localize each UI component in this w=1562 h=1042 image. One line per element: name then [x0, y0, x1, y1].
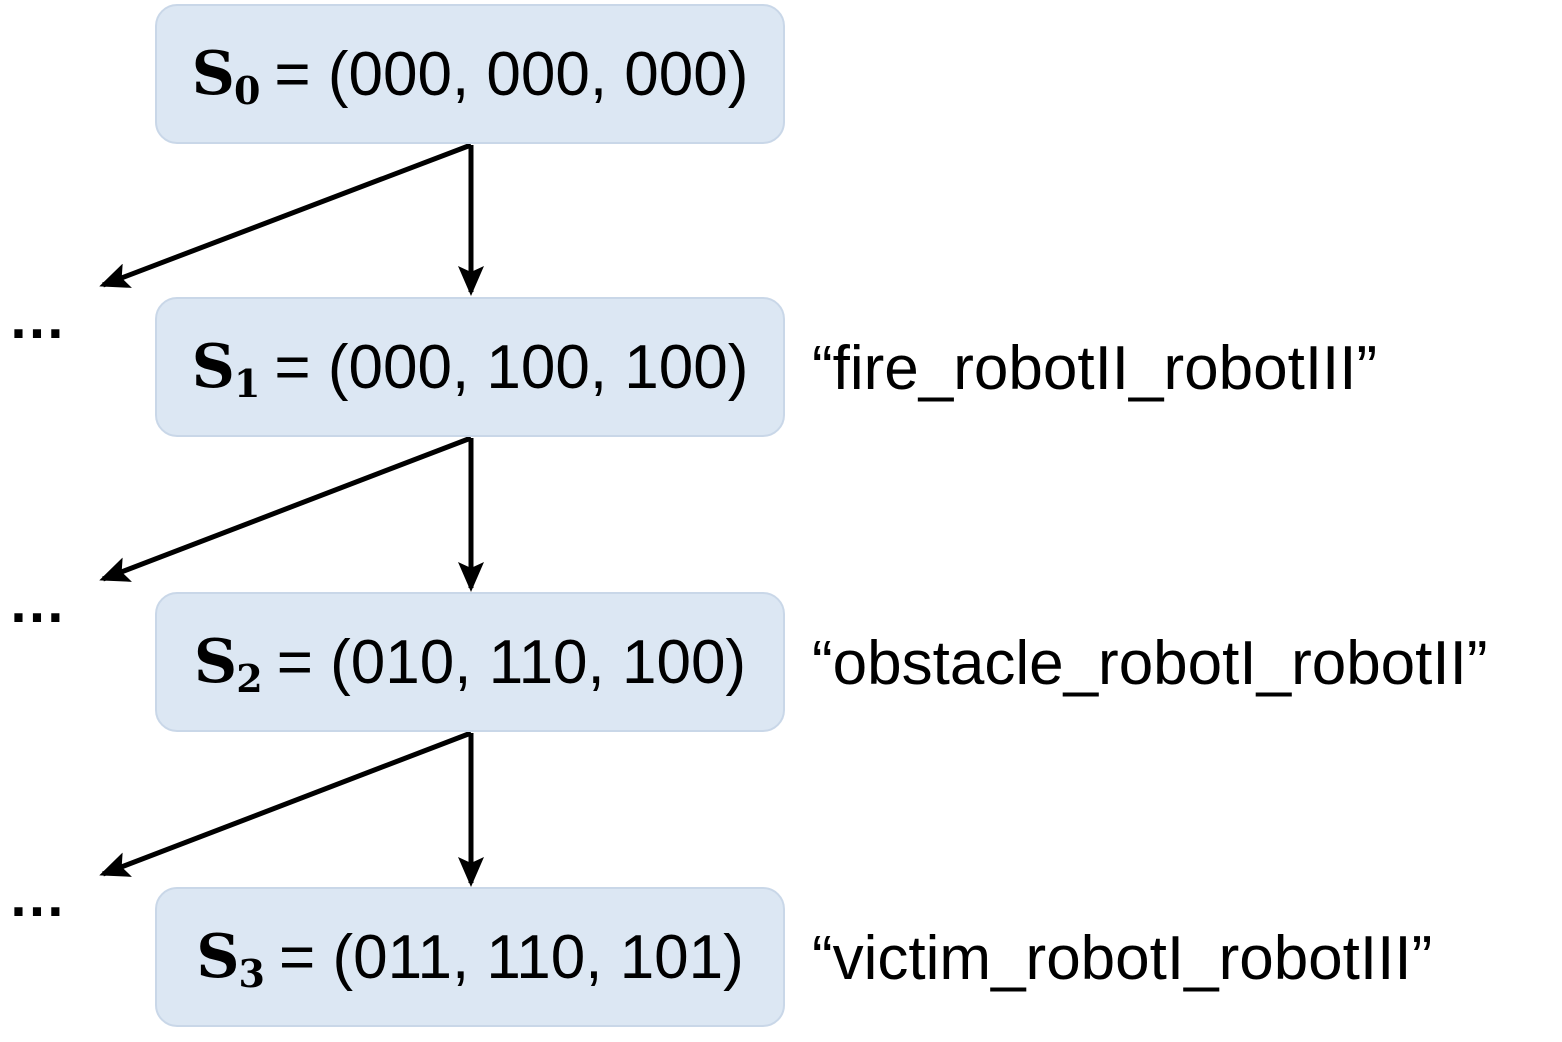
state-subscript: 3 [238, 950, 265, 996]
state-equals: = [274, 332, 311, 402]
state-equals: = [276, 627, 313, 697]
event-label-s3: “victim_robotI_robotIII” [812, 924, 1433, 993]
ellipsis-2: … [8, 570, 68, 635]
state-symbol: S [191, 39, 235, 109]
arrow-s1-to-other [99, 435, 472, 582]
ellipsis-3: … [8, 864, 68, 929]
arrow-s0-to-other [99, 142, 472, 288]
state-symbol: S [193, 627, 237, 697]
state-subscript: 1 [233, 360, 261, 406]
state-equals: = [279, 922, 316, 992]
state-vector: (010, 110, 100) [330, 627, 747, 697]
state-vector: (011, 110, 101) [332, 922, 744, 992]
ellipsis-1: … [8, 286, 68, 351]
state-symbol: S [191, 332, 235, 402]
state-symbol: S [196, 922, 239, 992]
event-label-s1: “fire_robotII_robotIII” [812, 334, 1378, 403]
arrow-s2-to-other [99, 730, 472, 877]
state-vector: (000, 000, 000) [327, 39, 749, 109]
state-vector: (000, 100, 100) [327, 332, 749, 402]
state-subscript: 2 [236, 655, 263, 701]
state-equals: = [274, 39, 311, 109]
state-subscript: 0 [233, 67, 261, 113]
event-label-s2: “obstacle_robotI_robotII” [812, 629, 1488, 698]
